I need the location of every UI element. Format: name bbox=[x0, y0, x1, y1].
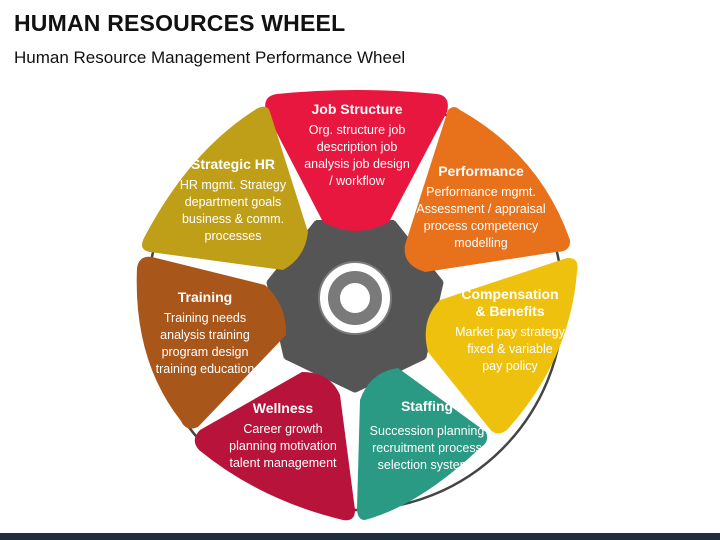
page-subtitle: Human Resource Management Performance Wh… bbox=[14, 48, 406, 67]
segment-line: analysis job design bbox=[304, 157, 410, 171]
segment-line: Market pay strategy bbox=[455, 325, 565, 339]
segment-label-wellness: Wellness Career growth planning motivati… bbox=[208, 400, 358, 472]
segment-line: training education bbox=[155, 362, 255, 376]
bottom-bar bbox=[0, 533, 720, 540]
segment-line: HR mgmt. Strategy bbox=[179, 178, 287, 192]
segment-performance bbox=[404, 107, 571, 272]
segment-staffing bbox=[357, 368, 488, 520]
segment-line: business & comm. bbox=[181, 212, 285, 226]
segment-label-training: Training Training needs analysis trainin… bbox=[130, 289, 280, 378]
segment-compensation bbox=[425, 257, 578, 434]
segment-heading: Performance bbox=[438, 163, 524, 179]
segment-heading: Compensation & Benefits bbox=[430, 286, 590, 320]
segment-line: processes bbox=[204, 229, 262, 243]
segment-strategic-hr bbox=[142, 106, 308, 271]
segment-label-strategic-hr: Strategic HR HR mgmt. Strategy departmen… bbox=[158, 156, 308, 245]
segment-line: description job bbox=[316, 140, 398, 154]
segment-line: Assessment / appraisal bbox=[416, 202, 546, 216]
segment-label-job-structure: Job Structure Org. structure job descrip… bbox=[278, 101, 436, 190]
segment-heading-line: & Benefits bbox=[475, 303, 545, 319]
segment-line: selection systems bbox=[377, 458, 477, 472]
page-title: HUMAN RESOURCES WHEEL bbox=[14, 10, 346, 36]
segment-line: program design bbox=[161, 345, 249, 359]
segment-line: recruitment process bbox=[372, 441, 482, 455]
segment-heading: Staffing bbox=[400, 398, 454, 414]
segment-line: Org. structure job bbox=[308, 123, 406, 137]
segment-job-structure bbox=[265, 90, 448, 231]
segment-training bbox=[136, 256, 287, 429]
segment-line: pay policy bbox=[482, 359, 538, 373]
segment-heading: Job Structure bbox=[311, 101, 403, 117]
segment-line: / workflow bbox=[329, 174, 385, 188]
segment-line: fixed & variable bbox=[467, 342, 553, 356]
segment-heading: Training bbox=[177, 289, 233, 305]
segment-line: planning motivation bbox=[229, 439, 337, 453]
segment-line: Performance mgmt. bbox=[426, 185, 536, 199]
segment-line: analysis training bbox=[160, 328, 250, 342]
segment-heading: Strategic HR bbox=[190, 156, 276, 172]
segment-line: Career growth bbox=[243, 422, 323, 436]
segment-line: modelling bbox=[454, 236, 508, 250]
gear-hub bbox=[340, 283, 370, 313]
segment-heading: Wellness bbox=[252, 400, 314, 416]
segment-line: Training needs bbox=[163, 311, 247, 325]
segment-line: Succession planning bbox=[369, 424, 485, 438]
segment-label-compensation: Compensation & Benefits Market pay strat… bbox=[430, 286, 590, 375]
segment-line: process competency bbox=[423, 219, 539, 233]
segment-heading-line: Compensation bbox=[461, 286, 559, 302]
segment-line: department goals bbox=[184, 195, 282, 209]
segment-line: talent management bbox=[229, 456, 337, 470]
segment-label-staffing: Staffing Succession planning recruitment… bbox=[350, 398, 504, 474]
segment-wellness bbox=[194, 372, 355, 521]
segment-label-performance: Performance Performance mgmt. Assessment… bbox=[402, 163, 560, 252]
